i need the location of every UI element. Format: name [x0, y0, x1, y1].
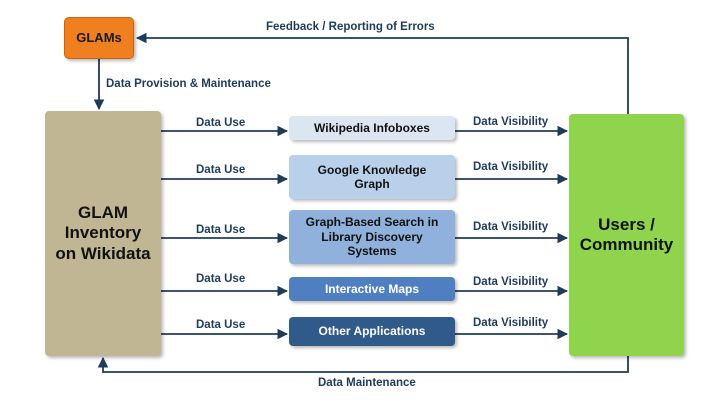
app-label: Interactive Maps: [324, 281, 420, 296]
users-node: Users / Community: [569, 114, 684, 356]
app-node-graph-based-search: Graph-Based Search in Library Discovery …: [289, 210, 455, 264]
inventory-node: GLAM Inventory on Wikidata: [45, 111, 161, 356]
feedback-label: Feedback / Reporting of Errors: [266, 21, 435, 33]
feedback-arrow: [135, 32, 629, 114]
app-label: Other Applications: [318, 324, 426, 339]
users-label: Users / Community: [579, 214, 674, 254]
app-node-wikipedia-infoboxes: Wikipedia Infoboxes: [289, 116, 455, 140]
app-label: Google Knowledge Graph: [317, 162, 427, 191]
data-use-label-0: Data Use: [196, 117, 246, 129]
app-label: Wikipedia Infoboxes: [314, 120, 430, 135]
app-node-google-knowledge-graph: Google Knowledge Graph: [289, 155, 455, 199]
data-visibility-label-0: Data Visibility: [473, 116, 549, 128]
data-visibility-label-2: Data Visibility: [473, 221, 549, 233]
glams-node: GLAMs: [64, 17, 134, 59]
data-visibility-label-4: Data Visibility: [473, 317, 549, 329]
data-use-label-2: Data Use: [196, 224, 246, 236]
app-node-interactive-maps: Interactive Maps: [289, 277, 455, 301]
data-use-label-3: Data Use: [196, 273, 246, 285]
data-visibility-label-1: Data Visibility: [473, 161, 549, 173]
app-label: Graph-Based Search in Library Discovery …: [305, 215, 439, 259]
provision-label: Data Provision & Maintenance: [106, 78, 271, 90]
maintenance-label: Data Maintenance: [318, 377, 416, 389]
glams-label: GLAMs: [76, 30, 122, 46]
maintenance-arrow: [97, 356, 629, 373]
inventory-label: GLAM Inventory on Wikidata: [55, 202, 151, 263]
data-use-label-4: Data Use: [196, 319, 246, 331]
data-use-label-1: Data Use: [196, 164, 246, 176]
app-node-other-applications: Other Applications: [289, 317, 455, 346]
data-visibility-label-3: Data Visibility: [473, 276, 549, 288]
